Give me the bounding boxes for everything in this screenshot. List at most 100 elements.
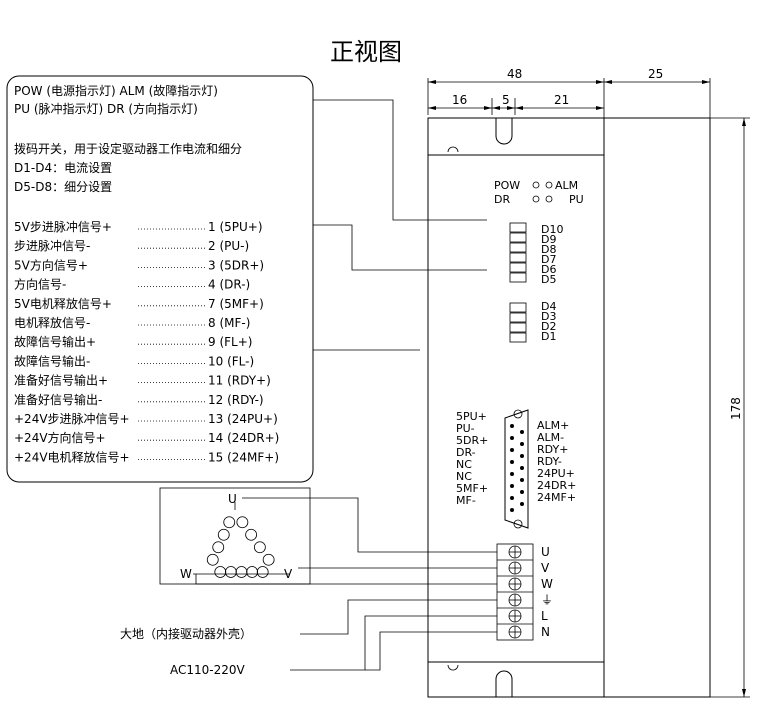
motor-coil-loop (217, 528, 230, 541)
motor-coil-loop (212, 541, 225, 554)
dim-16: 16 (452, 93, 467, 107)
motor-u-label: U (228, 492, 237, 506)
dip-label: D1 (541, 330, 556, 343)
pin-label: 电机释放信号- (14, 315, 90, 330)
connector-pin (510, 424, 514, 428)
connector-pin (510, 508, 514, 512)
motor-coil-loop (253, 541, 266, 554)
connector-left-label: MF- (456, 494, 476, 507)
led-alm (545, 181, 553, 189)
connector-left-label: NC (456, 470, 472, 483)
pin-number: 3 (5DR+) (208, 258, 264, 272)
dip-switch (509, 312, 527, 323)
motor-coil-loop (223, 516, 236, 529)
dip-label: D10 (541, 223, 563, 236)
motor-coil-loop (246, 566, 259, 578)
dip-note-3: D5-D8：细分设置 (14, 180, 112, 194)
pin-number: 10 (FL-) (208, 354, 254, 368)
motor-coil-loop (235, 566, 248, 578)
connector-left-label: NC (456, 458, 472, 471)
mount-slot-bottom (495, 670, 513, 697)
pin-label: 5V电机释放信号+ (14, 296, 112, 311)
connector-right-label: 24PU+ (537, 467, 575, 480)
dip-switch (509, 232, 527, 243)
power-label: AC110-220V (170, 663, 246, 677)
motor-coil-loop (214, 566, 227, 578)
pin-label: 方向信号- (14, 277, 66, 292)
connector-pin (510, 496, 514, 500)
dim-25: 25 (648, 67, 663, 81)
dip-label: D3 (541, 310, 556, 323)
terminal-label: ⏚ (541, 593, 553, 607)
dip-note-1: 拨码开关，用于设定驱动器工作电流和细分 (14, 141, 242, 156)
terminal-label: N (541, 625, 550, 639)
connector-pin (510, 484, 514, 488)
pin-label: 故障信号输出- (14, 353, 90, 368)
motor-coil-loop (224, 566, 237, 578)
terminal-label: U (541, 545, 550, 559)
driver-side-panel (603, 117, 711, 698)
dip-note-2: D1-D4：电流设置 (14, 161, 112, 175)
mount-slot-top (495, 118, 513, 145)
ground-label: 大地（内接驱动器外壳） (120, 626, 252, 641)
pin-list: 5V步进脉冲信号+ 1 (5PU+) 步进脉冲信号- 2 (PU-) 5V方向信号+ 3 … (14, 219, 279, 464)
connector-pin (520, 466, 524, 470)
connector-left-label: 5PU+ (456, 410, 487, 423)
connector-right-label: 24DR+ (537, 479, 576, 492)
led-pow (532, 181, 540, 189)
motor-coil-loop (256, 566, 269, 578)
dim-5: 5 (502, 93, 510, 107)
dim-178: 178 (729, 397, 743, 420)
motor-coil-loop (236, 516, 249, 529)
terminal-label: L (541, 609, 548, 623)
connector-pin (520, 490, 524, 494)
pin-label: 步进脉冲信号- (14, 238, 90, 253)
pin-number: 1 (5PU+) (208, 220, 263, 234)
leader-led (313, 99, 487, 221)
led-alm-label: ALM (555, 179, 578, 192)
pin-label: 5V步进脉冲信号+ (14, 219, 112, 234)
terminal-block: UVW⏚LN (496, 543, 553, 641)
dip-switch (509, 272, 527, 283)
dip-switch (509, 322, 527, 333)
dip-label: D6 (541, 263, 556, 276)
dim-48: 48 (507, 67, 522, 81)
pin-label: +24V步进脉冲信号+ (14, 411, 130, 426)
leader-dip (313, 224, 487, 271)
dip-label: D4 (541, 300, 556, 313)
connector-pin (510, 436, 514, 440)
dip-label: D8 (541, 243, 556, 256)
terminal-label: V (541, 561, 550, 575)
pin-number: 8 (MF-) (208, 316, 250, 330)
pin-number: 11 (RDY+) (208, 374, 271, 388)
connector-pin (520, 442, 524, 446)
pin-label: 故障信号输出+ (14, 334, 96, 349)
dip-label: D9 (541, 233, 556, 246)
page-title: 正视图 (330, 38, 402, 66)
motor-v-label: V (284, 567, 293, 581)
db15-connector: 5PU+PU-5DR+DR-NCNC5MF+MF-ALM+ALM-RDY+RDY… (456, 409, 576, 529)
pin-number: 2 (PU-) (208, 239, 249, 253)
led-pu-label: PU (569, 193, 584, 206)
pin-number: 13 (24PU+) (208, 412, 278, 426)
connector-pin (510, 472, 514, 476)
connector-right-label: 24MF+ (537, 491, 576, 504)
motor-coils (193, 502, 290, 578)
motor-w-label: W (180, 567, 192, 581)
pin-number: 4 (DR-) (208, 278, 250, 292)
pin-label: +24V电机释放信号+ (14, 449, 130, 464)
led-dr-label: DR (494, 193, 510, 206)
led-pu (545, 195, 553, 203)
dip-switch (509, 242, 527, 253)
pin-number: 7 (5MF+) (208, 297, 264, 311)
dip-switch (509, 222, 527, 233)
pin-label: 准备好信号输出- (14, 392, 102, 407)
connector-right-label: ALM+ (537, 419, 569, 432)
dip-switch (509, 332, 527, 343)
connector-pin (520, 454, 524, 458)
pin-label: 5V方向信号+ (14, 257, 88, 272)
led-dr (532, 195, 540, 203)
dip-switch (509, 252, 527, 263)
